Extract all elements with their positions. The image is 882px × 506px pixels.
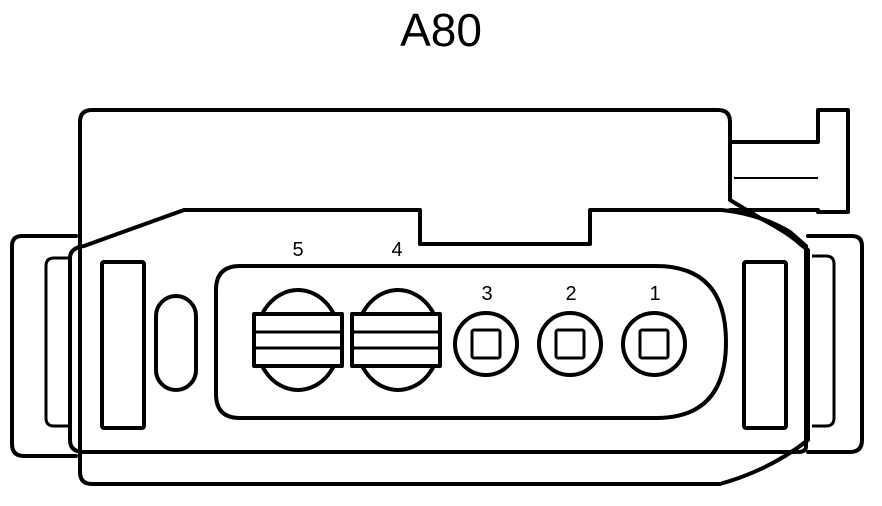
pin-3-terminal [453, 311, 519, 377]
housing-outline [78, 108, 810, 486]
pin-4: 4 [350, 239, 442, 392]
pin-1-label: 1 [649, 283, 660, 305]
pin-5-blade [252, 312, 344, 368]
left-lock-bar [100, 260, 146, 430]
left-outer-bracket [10, 234, 78, 458]
pin-5: 5 [252, 239, 344, 392]
pin-3-label: 3 [481, 283, 492, 305]
mating-face [68, 208, 808, 454]
keying-slot [154, 294, 198, 392]
pin-2-square [554, 328, 586, 360]
left-inner-bracket [44, 256, 72, 428]
pin-1-square [638, 328, 670, 360]
pin-2-terminal [537, 311, 603, 377]
pin-5-label: 5 [292, 239, 303, 261]
pin-cavity [214, 264, 728, 420]
right-inner-bracket [812, 254, 836, 428]
pin-2-label: 2 [565, 283, 576, 305]
right-lock-bar [742, 260, 788, 430]
pin-1-terminal [621, 311, 687, 377]
pin-3-square [470, 328, 502, 360]
latch-tab [728, 108, 850, 214]
pin-1: 1 [621, 283, 687, 377]
pin-4-blade [350, 312, 442, 368]
pin-4-label: 4 [391, 239, 402, 261]
pin-3: 3 [453, 283, 519, 377]
right-outer-bracket [806, 234, 864, 454]
pin-2: 2 [537, 283, 603, 377]
connector-title: A80 [400, 4, 482, 56]
